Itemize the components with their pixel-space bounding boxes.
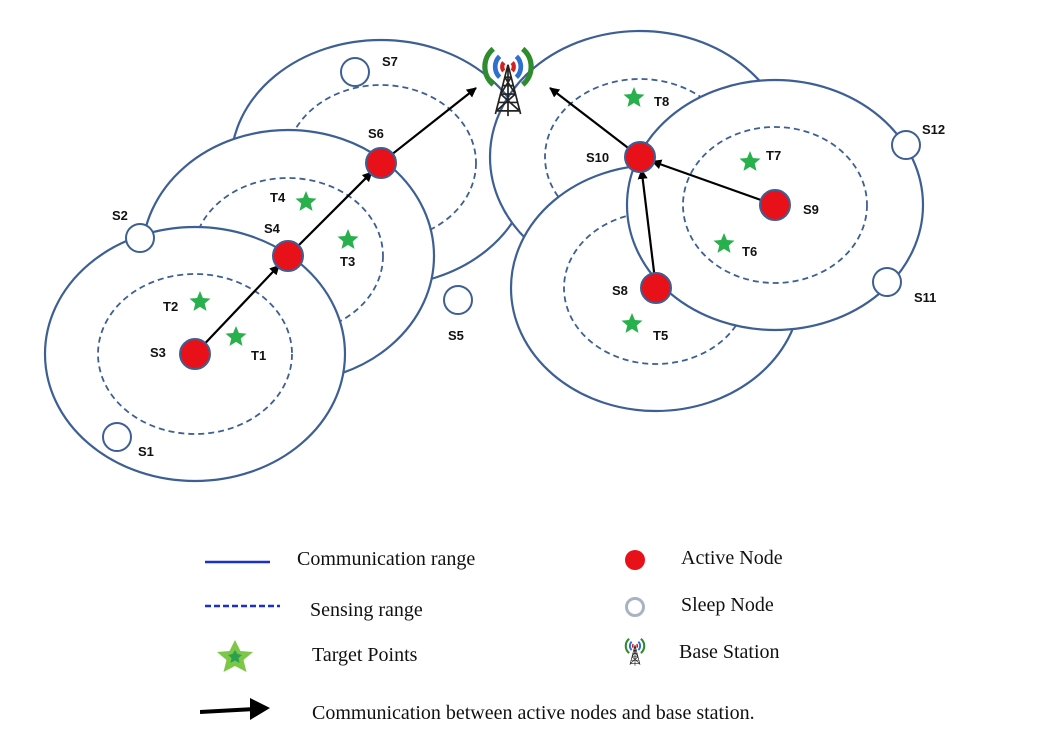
link-s3-s4	[202, 264, 280, 347]
node-label: S3	[150, 345, 166, 360]
sleep-node-s7: S7	[340, 54, 398, 87]
target-star-icon	[623, 87, 645, 107]
sleep-node-icon	[102, 422, 132, 452]
active-node-icon	[759, 189, 791, 221]
active-node-icon	[625, 550, 645, 570]
arrow-icon	[200, 707, 256, 714]
target-star-icon	[295, 191, 317, 211]
target-t8: T8	[623, 87, 669, 109]
target-star-icon	[189, 291, 211, 311]
node-label: S12	[922, 122, 945, 137]
target-star-icon	[621, 313, 643, 333]
sleep-node-icon	[872, 267, 902, 297]
sleep-node-s5: S5	[443, 285, 473, 343]
legend-sensing-range: Sensing range	[310, 599, 423, 621]
target-label: T2	[163, 299, 178, 314]
sleep-node-s11: S11	[872, 267, 936, 305]
node-label: S1	[138, 444, 154, 459]
active-node-icon	[624, 141, 656, 173]
target-label: T6	[742, 244, 757, 259]
sleep-node-icon	[125, 223, 155, 253]
target-label: T1	[251, 348, 266, 363]
active-node-s4: S4	[264, 221, 304, 272]
sleep-node-s12: S12	[891, 122, 945, 160]
target-t4: T4	[270, 190, 317, 211]
active-node-icon	[640, 272, 672, 304]
target-label: T7	[766, 148, 781, 163]
sleep-node-icon	[443, 285, 473, 315]
sensing-range	[97, 273, 293, 435]
node-label: S10	[586, 150, 609, 165]
active-node-icon	[272, 240, 304, 272]
link-s6-bs	[389, 87, 477, 157]
target-t6: T6	[713, 233, 757, 259]
legend-symbols-left	[200, 560, 280, 720]
sleep-node-icon	[340, 57, 370, 87]
target-t5: T5	[621, 313, 668, 343]
link-s10-bs	[549, 87, 632, 151]
legend-base-station: Base Station	[679, 641, 780, 663]
active-node-s8: S8	[612, 272, 672, 304]
target-star-icon	[713, 233, 735, 253]
legend-sleep-node: Sleep Node	[681, 594, 774, 616]
node-label: S5	[448, 328, 464, 343]
legend-active-node: Active Node	[681, 547, 783, 569]
node-label: S7	[382, 54, 398, 69]
active-node-s3: S3	[150, 338, 211, 370]
target-label: T5	[653, 328, 668, 343]
target-t3: T3	[337, 229, 359, 269]
target-label: T4	[270, 190, 286, 205]
sleep-node-icon	[625, 597, 645, 617]
target-star-icon	[739, 151, 761, 171]
base-station-icon	[624, 637, 646, 667]
active-node-s9: S9	[759, 189, 819, 221]
link-s9-s10	[651, 159, 765, 203]
node-label: S11	[914, 290, 936, 305]
legend-target-points: Target Points	[312, 644, 418, 666]
node-label: S6	[368, 126, 384, 141]
target-t7: T7	[739, 148, 781, 171]
sleep-node-s2: S2	[112, 208, 155, 253]
active-node-s6: S6	[365, 126, 397, 179]
node-label: S9	[803, 202, 819, 217]
target-label: T3	[340, 254, 355, 269]
active-node-icon	[365, 147, 397, 179]
target-t1: T1	[225, 326, 266, 363]
node-label: S2	[112, 208, 128, 223]
target-star-icon	[225, 326, 247, 346]
node-label: S8	[612, 283, 628, 298]
sleep-node-icon	[891, 130, 921, 160]
link-s4-s6	[295, 171, 373, 249]
sensing-range	[682, 126, 868, 284]
active-node-s10: S10	[586, 141, 656, 173]
legend-communication-range: Communication range	[297, 548, 476, 570]
active-node-icon	[179, 338, 211, 370]
target-star-icon	[337, 229, 359, 249]
node-label: S4	[264, 221, 281, 236]
arrowhead-icon	[250, 698, 270, 720]
legend-symbols-right	[624, 550, 646, 667]
target-star-inner-icon	[228, 650, 242, 663]
sleep-node-s1: S1	[102, 422, 154, 459]
target-label: T8	[654, 94, 669, 109]
legend-communication-arrow: Communication between active nodes and b…	[312, 702, 755, 724]
link-s8-s10	[637, 168, 656, 277]
target-t2: T2	[163, 291, 211, 314]
